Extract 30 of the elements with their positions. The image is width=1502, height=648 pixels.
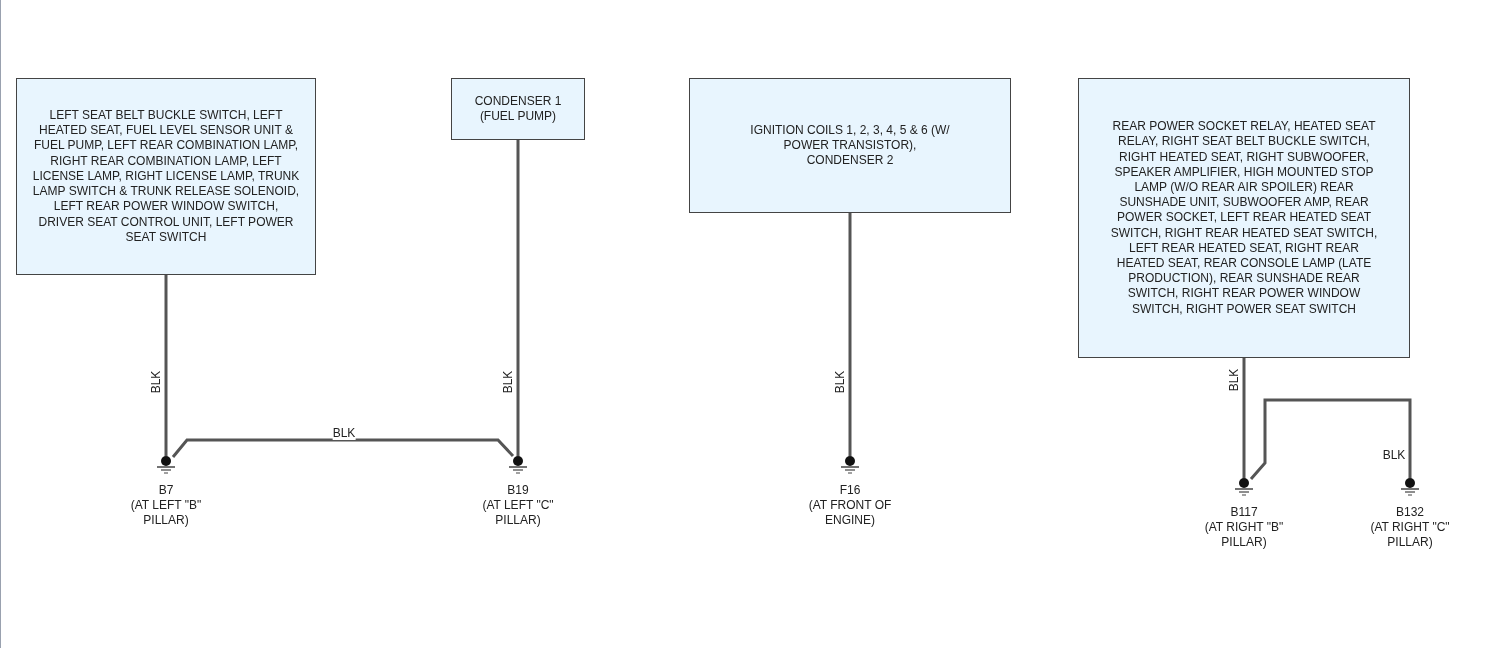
ground-location: (AT RIGHT "B" PILLAR) xyxy=(1203,520,1285,550)
component-box xyxy=(689,78,1011,213)
wire xyxy=(164,275,168,456)
ground-location: (AT LEFT "B" PILLAR) xyxy=(129,498,203,528)
component-label: IGNITION COILS 1, 2, 3, 4, 5 & 6 (W/ POWER TRANSISTOR), CONDENSER 2 xyxy=(750,122,950,169)
ground-id: B132 xyxy=(1395,505,1425,520)
edge-label: BLK xyxy=(501,370,515,394)
ground-location: (AT LEFT "C" PILLAR) xyxy=(481,498,555,528)
edge-label: BLK xyxy=(833,370,847,394)
ground-id: B19 xyxy=(506,483,530,498)
ground-location: (AT FRONT OF ENGINE) xyxy=(807,498,893,528)
component-label: LEFT SEAT BELT BUCKLE SWITCH, LEFT HEATED SEAT, FUEL LEVEL SENSOR UNIT & FUEL PUMP, LEFT REAR COMBINATION LAMP, RIGHT REAR COMBINATION LAMP, LEFT LICENSE LAMP, RIGHT LICENSE LAMP, TRUNK LAMP SWITCH & TRUNK RELEASE SOLENOID, LEFT REAR POWER WINDOW SWITCH, DRIVER SEAT CONTROL UNIT, LEFT POWER SEAT SWITCH xyxy=(31,108,301,245)
edge-label: BLK xyxy=(332,426,356,440)
edge-label: BLK xyxy=(1382,448,1406,462)
wire xyxy=(1249,398,1412,480)
component-box xyxy=(16,78,316,275)
edge-label: BLK xyxy=(149,370,163,394)
ground-id: B117 xyxy=(1229,505,1259,520)
component-label: REAR POWER SOCKET RELAY, HEATED SEAT RELAY, RIGHT SEAT BELT BUCKLE SWITCH, RIGHT HEATED SEAT, RIGHT SUBWOOFER, SPEAKER AMPLIFIER, HIGH MOUNTED STOP LAMP (W/O REAR AIR SPOILER) REAR SUNSHADE UNIT, SUBWOOFER AMP, REAR POWER SOCKET, LEFT REAR HEATED SEAT SWITCH, RIGHT REAR HEATED SEAT SWITCH, LEFT REAR HEATED SEAT, RIGHT REAR HEATED SEAT, REAR CONSOLE LAMP (LATE PRODUCTION), REAR SUNSHADE REAR SWITCH, RIGHT REAR POWER WINDOW SWITCH, RIGHT POWER SEAT SWITCH xyxy=(1109,119,1379,317)
component-box xyxy=(451,78,585,140)
ground-id: B7 xyxy=(157,483,175,498)
wire xyxy=(848,213,852,456)
component-label: CONDENSER 1 (FUEL PUMP) xyxy=(473,93,563,125)
edge-label: BLK xyxy=(1227,368,1241,392)
wire xyxy=(516,140,520,456)
component-box xyxy=(1078,78,1410,358)
ground-location: (AT RIGHT "C" PILLAR) xyxy=(1369,520,1451,550)
ground-id: F16 xyxy=(838,483,862,498)
wire xyxy=(171,438,515,458)
wire xyxy=(1242,358,1246,478)
